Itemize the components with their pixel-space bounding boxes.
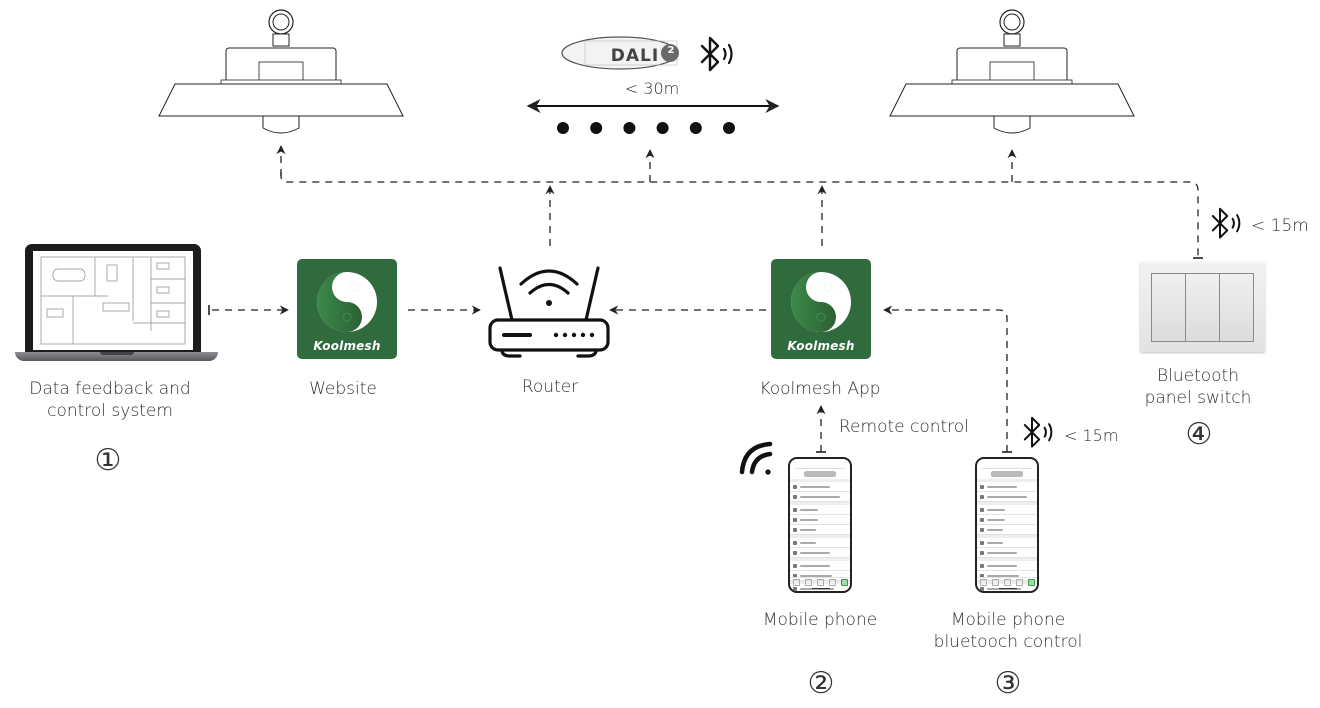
switch-label-line1: Bluetooth [1157, 366, 1239, 386]
bus-line [280, 172, 1199, 258]
dali-version-text: 2 [667, 45, 675, 56]
phone-menu-row [977, 571, 1037, 581]
bluetooth-icon [700, 36, 733, 72]
mobile-phone-remote [788, 457, 852, 593]
step-number-3: ③ [994, 666, 1022, 701]
floor-plan-screen [33, 251, 193, 350]
step-number-2: ② [807, 666, 835, 701]
phone-menu-row [790, 515, 850, 525]
wifi-signal-icon [739, 441, 773, 475]
bt-phone-range-label: < 15m [1064, 426, 1119, 445]
switch-range-label: < 15m [1251, 216, 1309, 236]
remote-control-label: Remote control [839, 417, 969, 437]
step-number-1: ① [94, 443, 122, 478]
phone-menu-row [790, 538, 850, 548]
switch-key[interactable] [1186, 274, 1220, 341]
node-dots [557, 122, 735, 134]
app-brand-text: Koolmesh [313, 339, 381, 353]
phone-menu-row [977, 538, 1037, 548]
phone-menu-row [977, 515, 1037, 525]
high-bay-light-icon [889, 9, 1135, 134]
bluetooth-icon [1211, 207, 1241, 239]
laptop-label-line1: Data feedback and [29, 379, 191, 399]
bt-phone-to-app [883, 305, 1008, 452]
phone-menu-row [977, 505, 1037, 515]
website-label: Website [309, 379, 377, 399]
mobile-phone-bluetooth [975, 457, 1039, 593]
dali-logo [561, 36, 679, 70]
network-node-dot [623, 122, 636, 134]
phone-menu-row [977, 492, 1037, 502]
network-node-dot [590, 122, 603, 134]
koolmesh-app-icon[interactable]: Koolmesh [771, 259, 871, 359]
website-app-icon[interactable]: Koolmesh [297, 259, 397, 359]
phone-menu-row [790, 561, 850, 571]
network-node-dot [689, 122, 702, 134]
bt-phone-label-line1: Mobile phone [950, 610, 1066, 630]
phone-menu-row [790, 571, 850, 581]
network-node-dot [557, 122, 569, 134]
phone-menu-row [977, 548, 1037, 558]
bluetooth-panel-switch-icon [1140, 262, 1265, 352]
bt-phone-label-line2: bluetooch control [933, 632, 1083, 652]
laptop-icon [25, 244, 201, 352]
range-label-30m: < 30m [624, 79, 680, 98]
router-label: Router [521, 377, 579, 397]
phone-menu-row [977, 525, 1037, 535]
phone-menu-row [977, 482, 1037, 492]
laptop-notch [100, 352, 134, 355]
yin-yang-light-icon [317, 272, 377, 332]
switch-label-line2: panel switch [1144, 388, 1252, 408]
mobile-phone-label: Mobile phone [762, 610, 878, 630]
phone-menu-row [790, 482, 850, 492]
app-label: Koolmesh App [759, 379, 881, 399]
router-icon [488, 266, 610, 358]
app-brand-text: Koolmesh [787, 339, 855, 353]
phone-menu-row [790, 548, 850, 558]
floor-plan-icon [40, 256, 186, 345]
dali-badge-text: DALI [610, 46, 660, 66]
network-node-dot [723, 122, 735, 134]
yin-yang-light-icon [791, 272, 851, 332]
phone-menu-row [790, 492, 850, 502]
phone-menu-row [790, 505, 850, 515]
switch-key[interactable] [1220, 274, 1253, 341]
bluetooth-icon [1023, 416, 1053, 448]
step-number-4: ④ [1185, 417, 1213, 452]
phone-menu-row [977, 561, 1037, 571]
network-node-dot [656, 122, 669, 134]
laptop-base [15, 352, 218, 361]
phone-menu-row [790, 525, 850, 535]
switch-key[interactable] [1152, 274, 1186, 341]
laptop-label-line2: control system [47, 401, 173, 421]
high-bay-light-icon [158, 9, 404, 134]
